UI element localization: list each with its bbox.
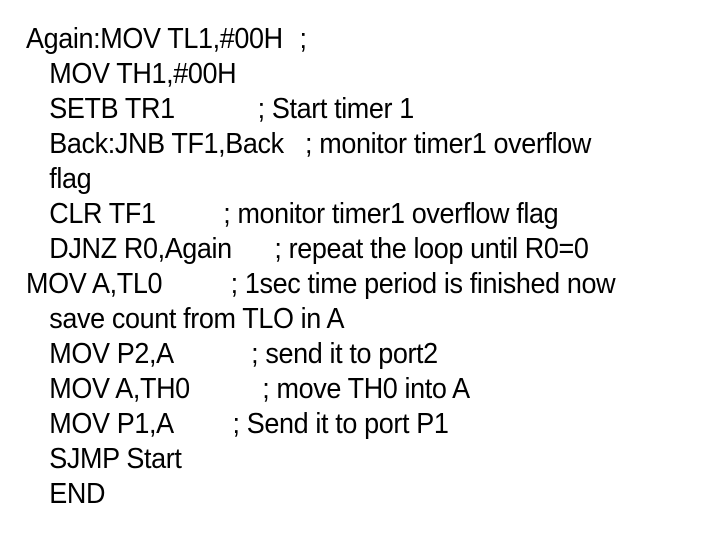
- code-comment: ; Start timer 1: [257, 93, 415, 125]
- code-line: SETB TR1 ; Start timer 1: [0, 92, 670, 127]
- code-instruction: DJNZ R0,Again: [49, 233, 232, 265]
- code-instruction: SETB TR1: [49, 93, 175, 125]
- code-line: save count from TLO in A: [0, 302, 670, 337]
- code-line: Back:JNB TF1,Back ; monitor timer1 overfl…: [0, 127, 670, 162]
- code-line: CLR TF1 ; monitor timer1 overflow flag: [0, 197, 670, 232]
- code-line: MOV A,TL0 ; 1sec time period is finished …: [0, 267, 670, 302]
- code-comment: ; monitor timer1 overflow: [305, 128, 592, 160]
- code-line: MOV P1,A ; Send it to port P1: [0, 407, 670, 442]
- code-line: flag: [0, 162, 670, 197]
- code-instruction: Again:MOV TL1,#00H: [26, 23, 283, 55]
- code-instruction: SJMP Start: [49, 443, 182, 475]
- code-instruction: END: [49, 478, 106, 510]
- code-line: Again:MOV TL1,#00H;: [0, 22, 670, 57]
- code-instruction: save count from TLO in A: [49, 303, 345, 335]
- code-comment: ; repeat the loop until R0=0: [274, 233, 589, 265]
- code-instruction: MOV P1,A: [49, 408, 174, 440]
- code-comment: ; monitor timer1 overflow flag: [223, 198, 559, 230]
- code-comment: ; Send it to port P1: [232, 408, 449, 440]
- code-instruction: Back:JNB TF1,Back: [49, 128, 284, 160]
- code-instruction: MOV P2,A: [49, 338, 174, 370]
- code-line: DJNZ R0,Again ; repeat the loop until R0=…: [0, 232, 670, 267]
- code-instruction: MOV A,TH0: [49, 373, 190, 405]
- code-line: MOV TH1,#00H: [0, 57, 670, 92]
- code-comment: ; 1sec time period is finished now: [230, 268, 616, 300]
- code-line: END: [0, 477, 670, 512]
- code-line: SJMP Start: [0, 442, 670, 477]
- code-line: MOV A,TH0 ; move TH0 into A: [0, 372, 670, 407]
- code-instruction: MOV A,TL0: [26, 268, 163, 300]
- code-line: MOV P2,A ; send it to port2: [0, 337, 670, 372]
- code-instruction: CLR TF1: [49, 198, 156, 230]
- code-instruction: MOV TH1,#00H: [49, 58, 237, 90]
- code-comment: ; send it to port2: [251, 338, 438, 370]
- code-comment: ; move TH0 into A: [262, 373, 470, 405]
- code-instruction: flag: [49, 163, 92, 195]
- code-comment: ;: [299, 23, 307, 55]
